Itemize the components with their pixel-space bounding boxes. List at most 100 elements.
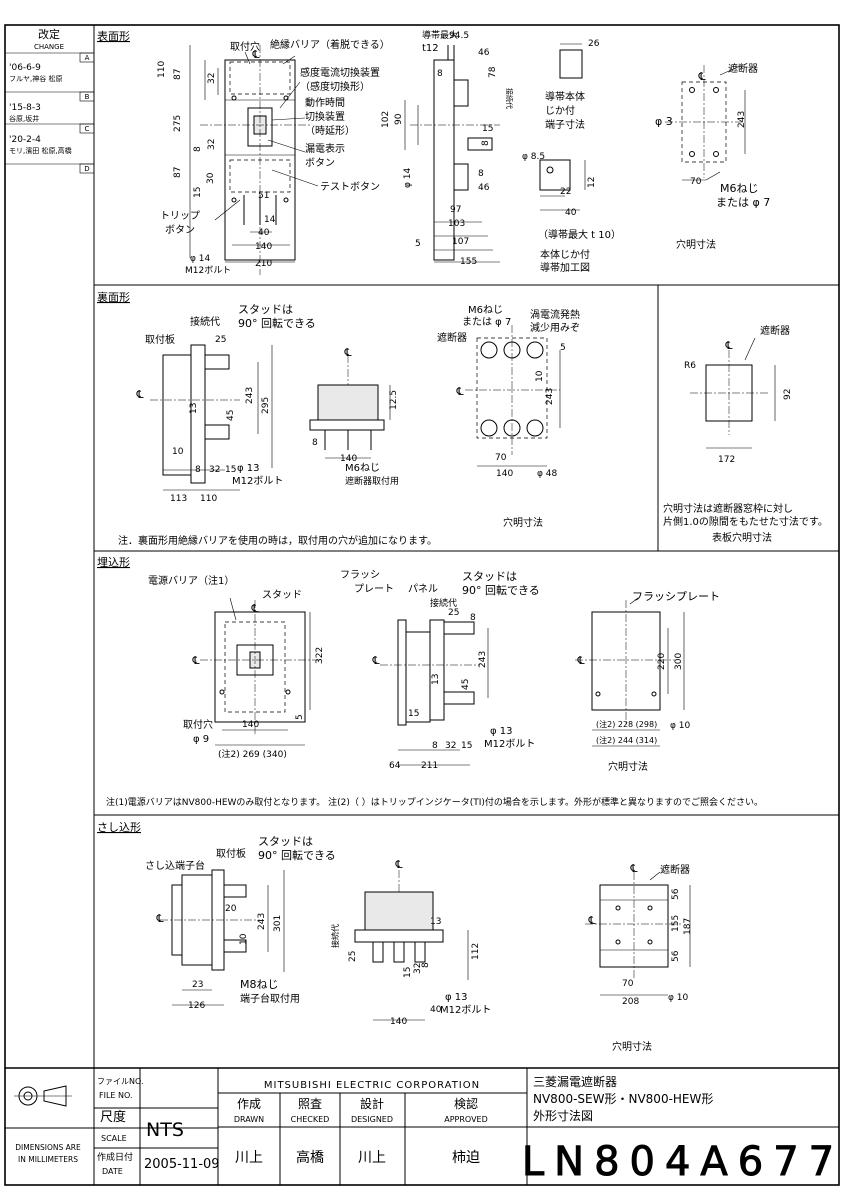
label-hole-dims: 穴明寸法 bbox=[608, 760, 648, 773]
svg-text:140: 140 bbox=[340, 454, 357, 464]
label-sensitivity-switch-type: （感度切換形） bbox=[300, 80, 370, 93]
label-breaker-mount: 遮断器取付用 bbox=[345, 475, 399, 487]
label-panel: パネル bbox=[408, 583, 438, 595]
svg-text:5: 5 bbox=[560, 343, 566, 353]
svg-text:8: 8 bbox=[481, 140, 491, 146]
label-stud-rotate-90: 90° 回転できる bbox=[462, 584, 540, 597]
svg-text:D: D bbox=[84, 165, 89, 173]
svg-text:14: 14 bbox=[264, 215, 276, 225]
svg-text:78: 78 bbox=[488, 66, 498, 78]
label-m6-screw-hole: M6ねじ bbox=[468, 304, 503, 316]
svg-text:275: 275 bbox=[173, 115, 183, 132]
label-sensitivity-switch: 感度電流切換装置 bbox=[300, 66, 380, 79]
label-reduction-groove: 減少用みぞ bbox=[530, 321, 580, 334]
label-mount-hole: 取付穴 bbox=[183, 718, 213, 731]
svg-text:℄: ℄ bbox=[394, 858, 402, 871]
svg-text:87: 87 bbox=[173, 69, 183, 80]
label-conductor-max-t10: （導帯最大 t 10） bbox=[538, 228, 621, 241]
plugin-dimensions: 20 243 301 10 23 126 13 25 112 15 32 8 4… bbox=[188, 888, 693, 1027]
svg-text:15: 15 bbox=[482, 124, 493, 134]
revision-block: 改定 CHANGE A '06-6-9 フルヤ,神谷 松原 B '15-8-3 … bbox=[5, 27, 95, 174]
svg-text:5: 5 bbox=[295, 714, 305, 720]
svg-text:243: 243 bbox=[737, 111, 747, 128]
svg-text:243: 243 bbox=[245, 387, 255, 404]
svg-text:8: 8 bbox=[195, 465, 201, 475]
svg-text:107: 107 bbox=[452, 237, 469, 247]
label-stud-rotate-90: 90° 回転できる bbox=[238, 317, 316, 330]
flush-dimensions: 322 5 140 (注2) 269 (340) 25 8 243 13 45 … bbox=[218, 608, 691, 771]
svg-text:40: 40 bbox=[258, 228, 270, 238]
label-stud-rotate: スタッドは bbox=[462, 570, 517, 583]
label-bolt: M12ボルト bbox=[232, 475, 283, 487]
label-bolt-dia: φ 13 bbox=[445, 992, 468, 1003]
label-mount-plate: 取付板 bbox=[145, 333, 175, 346]
approved-name: 柿迫 bbox=[452, 1149, 480, 1166]
label-mount-hole-dia: φ 9 bbox=[193, 734, 209, 745]
drawing-title-3: 外形寸法図 bbox=[533, 1109, 593, 1123]
svg-text:46: 46 bbox=[478, 183, 490, 193]
units-note-1: DIMENSIONS ARE bbox=[15, 1143, 81, 1152]
file-no-en: FILE NO. bbox=[99, 1091, 133, 1100]
svg-text:90: 90 bbox=[394, 113, 404, 125]
svg-text:15: 15 bbox=[403, 967, 413, 978]
svg-text:30: 30 bbox=[206, 172, 216, 184]
label-bolt-dia: φ 13 bbox=[490, 726, 513, 737]
label-hole-dims: 穴明寸法 bbox=[612, 1040, 652, 1053]
label-hole-dims: 穴明寸法 bbox=[503, 516, 543, 529]
svg-text:5: 5 bbox=[415, 239, 421, 249]
front-dimensions: 110 87 32 275 8 32 87 15 30 51 14 40 140… bbox=[157, 31, 747, 269]
svg-text:℄: ℄ bbox=[629, 862, 637, 875]
svg-text:40: 40 bbox=[430, 1005, 442, 1015]
svg-text:45: 45 bbox=[226, 410, 236, 421]
svg-text:155: 155 bbox=[460, 257, 477, 267]
svg-text:8: 8 bbox=[437, 69, 443, 79]
svg-text:97: 97 bbox=[450, 205, 461, 215]
svg-text:70: 70 bbox=[622, 979, 634, 989]
svg-text:℄: ℄ bbox=[724, 339, 732, 352]
svg-text:140: 140 bbox=[242, 720, 259, 730]
back-note: 注．裏面形用絶縁バリアを使用の時は，取付用の穴が追加になります。 bbox=[118, 534, 437, 547]
revision-header-en: CHANGE bbox=[34, 43, 64, 51]
drawn-en: DRAWN bbox=[234, 1115, 264, 1124]
label-m8-screw: M8ねじ bbox=[240, 978, 279, 991]
title-block: ファイルNO. FILE NO. 尺度 SCALE NTS DIMENSIONS… bbox=[5, 1068, 839, 1186]
svg-text:℄: ℄ bbox=[155, 912, 163, 925]
svg-text:10: 10 bbox=[535, 370, 545, 382]
svg-text:243: 243 bbox=[545, 388, 555, 405]
label-conductor-max: 導帯最大 bbox=[422, 29, 458, 41]
designed-en: DESIGNED bbox=[351, 1115, 393, 1124]
label-mount-hole: 取付穴 bbox=[230, 40, 260, 53]
svg-text:8: 8 bbox=[432, 741, 438, 751]
svg-text:56: 56 bbox=[671, 888, 681, 900]
label-or-phi7: または φ 7 bbox=[716, 196, 770, 209]
drawn-jp: 作成 bbox=[237, 1097, 261, 1111]
svg-text:15: 15 bbox=[225, 465, 236, 475]
label-connection-margin: 接続代 bbox=[330, 924, 340, 948]
label-eddy-current: 渦電流発熱 bbox=[530, 308, 580, 321]
svg-text:87: 87 bbox=[173, 167, 183, 178]
svg-text:8: 8 bbox=[193, 146, 203, 152]
front-labels: 取付穴 絶縁バリア（着脱できる） 感度電流切換装置 （感度切換形） 動作時間 切… bbox=[160, 29, 770, 276]
svg-text:220: 220 bbox=[657, 653, 667, 670]
revision-c-names: モリ,濱田 松原,高橋 bbox=[9, 146, 72, 155]
svg-text:208: 208 bbox=[622, 997, 639, 1007]
back-dimensions: 25 243 295 13 45 10 8 32 15 113 110 12.5… bbox=[170, 335, 793, 504]
svg-text:140: 140 bbox=[496, 469, 513, 479]
svg-text:211: 211 bbox=[421, 761, 438, 771]
svg-text:32: 32 bbox=[445, 741, 456, 751]
svg-text:110: 110 bbox=[157, 61, 167, 78]
label-bolt: M12ボルト bbox=[185, 265, 231, 276]
label-flush-plate-2: プレート bbox=[354, 583, 394, 595]
svg-text:φ 10: φ 10 bbox=[668, 993, 689, 1003]
label-breaker: 遮断器 bbox=[660, 863, 690, 876]
label-leak-indicator: 漏電表示 bbox=[305, 142, 345, 155]
svg-text:113: 113 bbox=[170, 494, 187, 504]
svg-text:20: 20 bbox=[225, 904, 237, 914]
centerline-marks: ℄ ℄ ℄ ℄ ℄ ℄ ℄ ℄ ℄ ℄ ℄ ℄ ℄ ℄ bbox=[135, 48, 732, 927]
scale-value: NTS bbox=[146, 1119, 184, 1141]
label-or-phi7: または φ 7 bbox=[462, 316, 511, 328]
svg-text:26: 26 bbox=[588, 39, 600, 49]
svg-text:15: 15 bbox=[193, 187, 203, 198]
plugin-view-drawing bbox=[160, 869, 691, 1021]
revision-c-date: '20-2-4 bbox=[9, 135, 41, 145]
